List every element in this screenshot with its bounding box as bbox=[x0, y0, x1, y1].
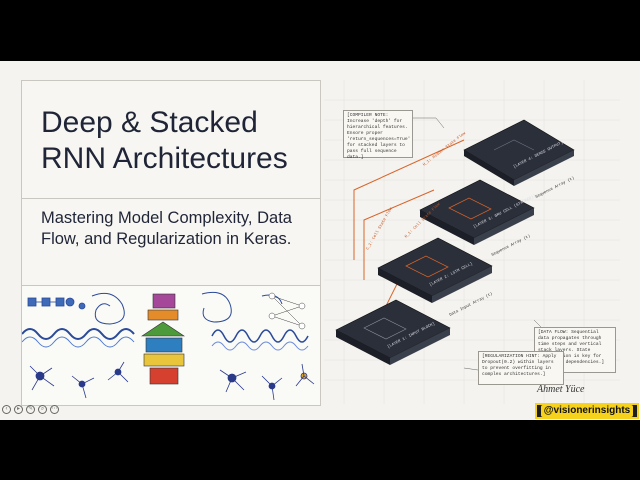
arrow-label-2: Sequence Array (t) bbox=[491, 234, 532, 258]
search-icon[interactable]: ⌕ bbox=[38, 405, 47, 414]
subtitle-box: Mastering Model Complexity, Data Flow, a… bbox=[22, 199, 320, 286]
layer-3-slab bbox=[419, 179, 535, 245]
slide: Deep & Stacked RNN Architectures Masteri… bbox=[0, 61, 640, 420]
brand-watermark: @visionerinsights bbox=[535, 403, 639, 419]
layer-2-slab bbox=[377, 237, 493, 303]
more-icon[interactable]: ⋯ bbox=[50, 405, 59, 414]
diagram-svg: [LAYER 4: DENSE OUTPUT] [LAYER 3: GRU CE… bbox=[324, 80, 620, 404]
arrow-label-1: Data Input Array (t) bbox=[449, 292, 494, 318]
slide-subtitle: Mastering Model Complexity, Data Flow, a… bbox=[41, 209, 292, 248]
flow-label-1: H_1: Hidden State Flow bbox=[422, 131, 467, 168]
play-icon[interactable]: ▸ bbox=[14, 405, 23, 414]
collage-svg bbox=[22, 291, 315, 401]
title-box: Deep & Stacked RNN Architectures bbox=[22, 81, 320, 199]
author-signature: Ahmet Yüce bbox=[537, 384, 585, 395]
rnn-stack-diagram: [LAYER 4: DENSE OUTPUT] [LAYER 3: GRU CE… bbox=[324, 80, 620, 404]
pen-icon[interactable]: ✎ bbox=[26, 405, 35, 414]
compiler-note: [COMPILER NOTE: Increase 'depth' for hie… bbox=[343, 110, 413, 160]
dataflow-note: [DATA FLOW: Sequential data propagates t… bbox=[534, 327, 616, 373]
brand-handle: @visionerinsights bbox=[541, 405, 633, 417]
player-controls: ‹ ▸ ✎ ⌕ ⋯ bbox=[2, 405, 59, 417]
arrow-label-3: Sequence Array (t) bbox=[535, 176, 576, 200]
illustration-collage bbox=[22, 286, 320, 405]
prev-icon[interactable]: ‹ bbox=[2, 405, 11, 414]
left-panel: Deep & Stacked RNN Architectures Masteri… bbox=[21, 80, 321, 406]
regularization-note: [REGULARIZATION HINT: Apply Dropout(0.2)… bbox=[478, 351, 564, 385]
slide-title: Deep & Stacked RNN Architectures bbox=[41, 106, 288, 175]
layer-1-slab bbox=[335, 299, 451, 365]
layer-4-slab bbox=[463, 119, 575, 186]
